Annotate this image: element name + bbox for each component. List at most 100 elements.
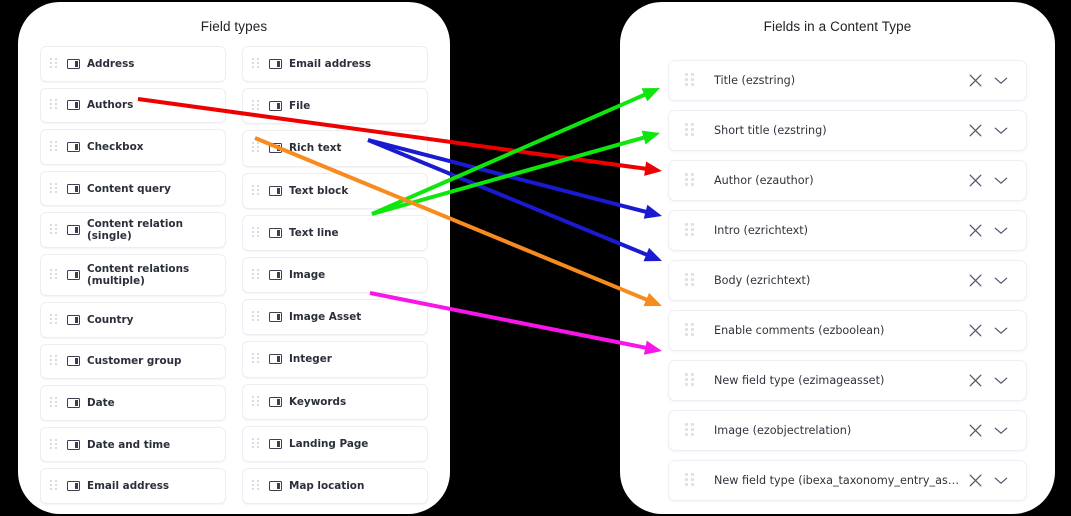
chevron-down-icon[interactable] [988, 268, 1014, 294]
chevron-down-icon[interactable] [988, 318, 1014, 344]
close-icon[interactable] [962, 168, 988, 194]
drag-handle-icon[interactable] [50, 480, 57, 492]
field-type-item[interactable]: Integer [242, 341, 428, 378]
content-type-field-row[interactable]: Intro (ezrichtext) [668, 210, 1027, 251]
field-type-item[interactable]: Rich text [242, 130, 428, 167]
drag-handle-icon[interactable] [50, 99, 57, 111]
drag-handle-icon[interactable] [50, 397, 57, 409]
drag-handle-icon[interactable] [50, 355, 57, 367]
field-type-icon [67, 183, 80, 194]
drag-handle-icon[interactable] [252, 58, 259, 70]
close-icon[interactable] [962, 118, 988, 144]
drag-handle-icon[interactable] [252, 226, 259, 239]
content-type-field-row[interactable]: New field type (ezimageasset) [668, 360, 1027, 401]
field-type-item[interactable]: Customer group [40, 343, 226, 380]
drag-handle-icon[interactable] [50, 269, 57, 281]
drag-handle-icon[interactable] [685, 223, 694, 238]
drag-handle-icon[interactable] [252, 437, 259, 450]
drag-handle-icon[interactable] [685, 423, 694, 438]
content-type-field-label: Author (ezauthor) [714, 174, 814, 187]
close-icon[interactable] [962, 368, 988, 394]
field-type-item[interactable]: Text block [242, 172, 428, 209]
close-icon[interactable] [962, 318, 988, 344]
drag-handle-icon[interactable] [685, 323, 694, 338]
drag-handle-icon[interactable] [252, 142, 259, 154]
field-type-item[interactable]: Content relation (single) [40, 212, 226, 249]
field-type-item[interactable]: Content query [40, 170, 226, 207]
field-type-item[interactable]: Map location [242, 467, 428, 505]
field-type-label: Integer [289, 353, 332, 366]
field-type-item[interactable]: Landing Page [242, 425, 428, 462]
drag-handle-icon[interactable] [252, 100, 259, 112]
chevron-down-icon[interactable] [988, 468, 1014, 494]
field-type-item[interactable]: Keywords [242, 383, 428, 420]
drag-handle-icon[interactable] [685, 73, 694, 88]
chevron-down-icon[interactable] [988, 218, 1014, 244]
chevron-down-icon[interactable] [988, 418, 1014, 444]
drag-handle-icon[interactable] [252, 395, 259, 408]
field-type-item[interactable]: Address [40, 46, 226, 82]
field-type-item[interactable]: Text line [242, 214, 428, 251]
content-type-field-row[interactable]: Enable comments (ezboolean) [668, 310, 1027, 351]
drag-handle-icon[interactable] [252, 184, 259, 197]
content-type-field-list: Title (ezstring) Short title (ezstring) Au… [668, 60, 1027, 501]
field-type-label: Content relation (single) [87, 218, 183, 243]
drag-handle-icon[interactable] [50, 57, 57, 70]
close-icon[interactable] [962, 418, 988, 444]
chevron-down-icon[interactable] [988, 118, 1014, 144]
field-type-item[interactable]: Image Asset [242, 299, 428, 336]
chevron-down-icon[interactable] [988, 368, 1014, 394]
drag-handle-icon[interactable] [685, 173, 694, 188]
field-type-label: Text line [289, 226, 339, 239]
drag-handle-icon[interactable] [685, 123, 694, 138]
field-type-item[interactable]: Country [40, 302, 226, 338]
chevron-down-icon[interactable] [988, 168, 1014, 194]
drag-handle-icon[interactable] [252, 353, 259, 365]
content-type-field-label: Short title (ezstring) [714, 124, 827, 137]
drag-handle-icon[interactable] [685, 273, 694, 288]
field-type-icon [269, 396, 282, 407]
drag-handle-icon[interactable] [50, 224, 57, 236]
content-type-field-label: Image (ezobjectrelation) [714, 424, 852, 437]
drag-handle-icon[interactable] [50, 313, 57, 326]
field-type-label: Keywords [289, 395, 347, 408]
drag-handle-icon[interactable] [252, 311, 259, 323]
content-type-field-row[interactable]: Body (ezrichtext) [668, 260, 1027, 301]
field-type-icon [67, 481, 80, 492]
field-type-item[interactable]: File [242, 88, 428, 125]
content-type-field-row[interactable]: Image (ezobjectrelation) [668, 410, 1027, 451]
field-type-item[interactable]: Image [242, 256, 428, 294]
drag-handle-icon[interactable] [252, 479, 259, 492]
field-type-icon [67, 270, 80, 281]
chevron-down-icon[interactable] [988, 68, 1014, 94]
field-type-item[interactable]: Email address [40, 468, 226, 505]
close-icon[interactable] [962, 218, 988, 244]
drag-handle-icon[interactable] [685, 373, 694, 388]
content-type-field-row[interactable]: Author (ezauthor) [668, 160, 1027, 201]
field-type-label: Text block [289, 184, 349, 197]
field-types-title: Field types [200, 19, 268, 34]
field-type-item[interactable]: Date [40, 385, 226, 421]
field-type-label: Checkbox [87, 140, 144, 153]
field-type-item[interactable]: Authors [40, 87, 226, 124]
content-type-field-row[interactable]: New field type (ibexa_taxonomy_entry_ass… [668, 460, 1027, 501]
field-type-icon [269, 227, 282, 238]
field-type-item[interactable]: Date and time [40, 426, 226, 463]
close-icon[interactable] [962, 68, 988, 94]
drag-handle-icon[interactable] [50, 141, 57, 153]
content-type-field-row[interactable]: Short title (ezstring) [668, 110, 1027, 151]
field-type-item[interactable]: Checkbox [40, 129, 226, 165]
field-type-icon [269, 185, 282, 196]
content-type-field-row[interactable]: Title (ezstring) [668, 60, 1027, 101]
drag-handle-icon[interactable] [50, 182, 57, 195]
drag-handle-icon[interactable] [50, 438, 57, 451]
drag-handle-icon[interactable] [252, 269, 259, 281]
close-icon[interactable] [962, 268, 988, 294]
drag-handle-icon[interactable] [685, 473, 694, 488]
field-type-label: Authors [87, 99, 134, 112]
field-type-icon [67, 100, 80, 111]
field-type-item[interactable]: Email address [242, 46, 428, 83]
field-type-item[interactable]: Content relations (multiple) [40, 254, 226, 297]
close-icon[interactable] [962, 468, 988, 494]
